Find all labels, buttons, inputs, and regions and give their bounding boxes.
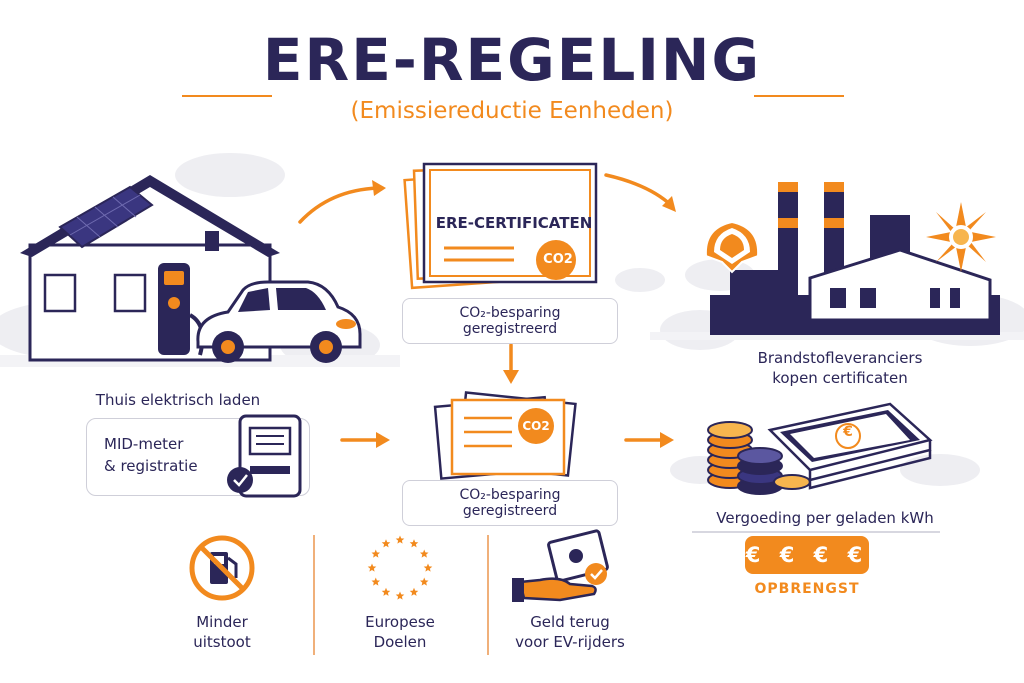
coins-icon: [707, 421, 811, 495]
home-charging-caption: Thuis elektrisch laden: [95, 391, 261, 409]
page-subtitle: (Emissiereductie Eenheden): [350, 98, 674, 124]
mid-meter-line2: & registratie: [104, 456, 198, 475]
title-rule-left: [182, 95, 272, 97]
benefit-money-back: Geld terug voor EV-rijders: [500, 612, 640, 653]
certificate-title: ERE-CERTIFICATEN: [435, 214, 593, 232]
meter-device-icon: [227, 414, 302, 498]
euro-revenue-bar: € € € €: [745, 536, 869, 574]
suppliers-caption-line1: Brandstofleveranciers: [757, 349, 923, 367]
compensation-caption: Vergoeding per geladen kWh: [716, 509, 934, 527]
mid-meter-text: MID-meter & registratie: [104, 434, 198, 478]
mid-meter-line1: MID-meter: [104, 435, 184, 453]
shell-logo-icon: [704, 220, 760, 274]
benefit-separator-1: [313, 535, 315, 655]
electric-car-icon: [196, 280, 362, 363]
bp-logo-icon: [926, 202, 996, 272]
benefit-money-back-line1: Geld terug: [530, 613, 610, 631]
eu-star: [409, 587, 419, 596]
eu-star: [423, 563, 433, 572]
revenue-label: OPBRENGST: [754, 581, 860, 597]
eu-star: [371, 549, 380, 558]
eu-star: [409, 539, 419, 548]
benefit-less-emissions-line1: Minder: [196, 613, 248, 631]
certificate-stack-small-icon: [433, 391, 577, 480]
factory-icon: [710, 182, 1000, 335]
eu-star: [371, 577, 380, 586]
eu-star: [381, 539, 391, 548]
eu-star: [395, 535, 405, 544]
money-hand-icon: [512, 529, 609, 602]
page-title: ERE-REGELING: [262, 26, 762, 94]
banknote-euro-symbol: €: [843, 424, 853, 440]
title-rule-right: [754, 95, 844, 97]
suppliers-caption-line2: kopen certificaten: [772, 369, 908, 388]
suppliers-caption: Brandstofleveranciers kopen certificaten: [700, 348, 980, 389]
no-fuel-pump-icon: [189, 535, 255, 601]
compensation-rule: [692, 531, 940, 533]
benefit-less-emissions: Minder uitstoot: [172, 612, 272, 653]
co2-badge-bottom: CO2: [522, 419, 550, 433]
benefit-money-back-line2: voor EV-rijders: [515, 633, 625, 652]
co2-saving-caption-bottom: CO₂-besparing geregistreerd: [402, 480, 618, 526]
benefit-european-goals-line2: Doelen: [373, 633, 427, 652]
benefit-less-emissions-line2: uitstoot: [193, 633, 251, 652]
charging-station-icon: [158, 263, 205, 356]
eu-star: [420, 549, 429, 558]
certificate-stack-icon: [403, 162, 598, 290]
eu-star: [420, 577, 429, 586]
benefit-separator-2: [487, 535, 489, 655]
eu-star: [381, 587, 391, 596]
benefit-european-goals: Europese Doelen: [350, 612, 450, 653]
co2-saving-caption-top: CO₂-besparing geregistreerd: [402, 298, 618, 344]
co2-badge-top: CO2: [543, 252, 573, 267]
banknotes-icon: [767, 402, 933, 490]
eu-stars-icon: [367, 535, 433, 600]
eu-star: [367, 563, 377, 572]
eu-star: [395, 591, 405, 600]
benefit-european-goals-line1: Europese: [365, 613, 435, 631]
